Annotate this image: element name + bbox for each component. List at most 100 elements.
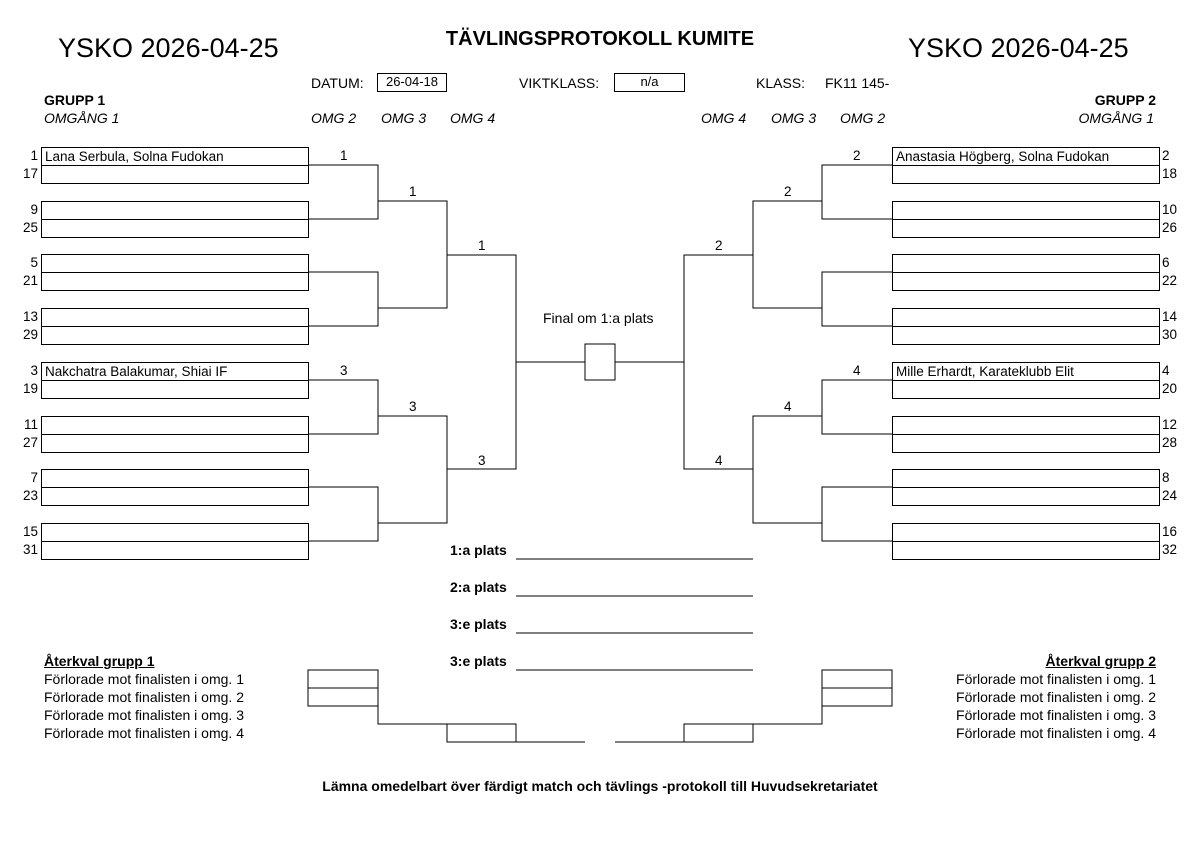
group1-slot-8-name[interactable] — [41, 326, 309, 345]
group2-slot-3-name[interactable] — [892, 201, 1160, 220]
group1-r4-winner-bottom: 3 — [478, 453, 486, 468]
group1-slot-12-seed: 27 — [22, 435, 38, 450]
group1-slot-16-name[interactable] — [41, 541, 309, 560]
repechage-group2-row-3: Förlorade mot finalisten i omg. 3 — [956, 707, 1156, 723]
group2-slot-9-seed: 4 — [1162, 363, 1170, 378]
repechage-group2-row-4: Förlorade mot finalisten i omg. 4 — [956, 725, 1156, 741]
final-label: Final om 1:a plats — [543, 310, 654, 326]
group2-slot-8-name[interactable] — [892, 326, 1160, 345]
group2-slot-4-name[interactable] — [892, 219, 1160, 238]
group1-slot-6-seed: 21 — [22, 273, 38, 288]
group2-slot-13-name[interactable] — [892, 469, 1160, 488]
group2-r3-winner-top: 2 — [784, 184, 792, 199]
group2-slot-11-seed: 12 — [1162, 417, 1178, 432]
group2-slot-16-name[interactable] — [892, 541, 1160, 560]
group1-round3-label: OMG 3 — [381, 110, 427, 126]
group2-slot-14-seed: 24 — [1162, 488, 1178, 503]
group2-r3-winner-bottom: 4 — [784, 399, 792, 414]
group2-slot-2-name[interactable] — [892, 165, 1160, 184]
datum-field[interactable]: 26-04-18 — [377, 73, 447, 92]
group1-r2-winner-bottom: 3 — [340, 363, 348, 378]
group2-round4-label: OMG 4 — [701, 110, 747, 126]
repechage-group2-row-1: Förlorade mot finalisten i omg. 1 — [956, 671, 1156, 687]
group1-slot-1-name[interactable]: Lana Serbula, Solna Fudokan — [41, 147, 309, 166]
group1-slot-10-name[interactable] — [41, 380, 309, 399]
repechage-group1-row-2: Förlorade mot finalisten i omg. 2 — [44, 689, 244, 705]
group1-round2-label: OMG 2 — [311, 110, 357, 126]
group2-slot-12-seed: 28 — [1162, 435, 1178, 450]
group2-slot-6-seed: 22 — [1162, 273, 1178, 288]
placement-2-label: 2:a plats — [450, 579, 507, 595]
group2-slot-1-name[interactable]: Anastasia Högberg, Solna Fudokan — [892, 147, 1160, 166]
group2-r4-winner-top: 2 — [715, 238, 723, 253]
group1-slot-1-seed: 1 — [30, 148, 38, 163]
group1-slot-14-name[interactable] — [41, 487, 309, 506]
group2-slot-4-seed: 26 — [1162, 220, 1178, 235]
group1-slot-3-name[interactable] — [41, 201, 309, 220]
group1-slot-2-seed: 17 — [22, 166, 38, 181]
group1-r2-winner-top: 1 — [340, 148, 348, 163]
group1-slot-3-seed: 9 — [30, 202, 38, 217]
group2-slot-16-seed: 32 — [1162, 542, 1178, 557]
repechage-group1-title: Återkval grupp 1 — [44, 653, 155, 669]
group2-slot-1-seed: 2 — [1162, 148, 1170, 163]
placement-3b-label: 3:e plats — [450, 653, 507, 669]
group1-round1-label: OMGÅNG 1 — [44, 110, 120, 126]
protocol-title: TÄVLINGSPROTOKOLL KUMITE — [445, 28, 755, 50]
group1-slot-13-name[interactable] — [41, 469, 309, 488]
group2-slot-15-seed: 16 — [1162, 524, 1178, 539]
group1-round4-label: OMG 4 — [450, 110, 496, 126]
group2-slot-11-name[interactable] — [892, 416, 1160, 435]
group1-slot-7-seed: 13 — [22, 309, 38, 324]
viktklass-field[interactable]: n/a — [614, 73, 685, 92]
viktklass-label: VIKTKLASS: — [519, 75, 600, 91]
repechage-group2-title: Återkval grupp 2 — [1045, 653, 1156, 669]
group1-title: GRUPP 1 — [44, 92, 106, 108]
placement-3a-label: 3:e plats — [450, 616, 507, 632]
group1-slot-16-seed: 31 — [22, 542, 38, 557]
klass-value: FK11 145- — [825, 75, 890, 91]
group2-slot-6-name[interactable] — [892, 272, 1160, 291]
group2-slot-5-seed: 6 — [1162, 255, 1170, 270]
group1-slot-6-name[interactable] — [41, 272, 309, 291]
group2-slot-14-name[interactable] — [892, 487, 1160, 506]
group2-r4-winner-bottom: 4 — [715, 453, 723, 468]
group2-slot-3-seed: 10 — [1162, 202, 1178, 217]
group2-slot-5-name[interactable] — [892, 254, 1160, 273]
group1-slot-5-seed: 5 — [30, 255, 38, 270]
group2-slot-15-name[interactable] — [892, 523, 1160, 542]
group1-slot-15-seed: 15 — [22, 524, 38, 539]
group1-r3-winner-top: 1 — [409, 184, 417, 199]
group1-slot-11-seed: 11 — [23, 417, 38, 432]
group2-slot-7-seed: 14 — [1162, 309, 1178, 324]
group2-slot-13-seed: 8 — [1162, 470, 1170, 485]
group2-slot-12-name[interactable] — [892, 434, 1160, 453]
repechage-group1-row-4: Förlorade mot finalisten i omg. 4 — [44, 725, 244, 741]
group1-slot-8-seed: 29 — [22, 327, 38, 342]
group2-slot-7-name[interactable] — [892, 308, 1160, 327]
group2-slot-9-name[interactable]: Mille Erhardt, Karateklubb Elit — [892, 362, 1160, 381]
group1-r3-winner-bottom: 3 — [409, 399, 417, 414]
group2-r2-winner-bottom: 4 — [853, 363, 861, 378]
group1-slot-7-name[interactable] — [41, 308, 309, 327]
datum-label: DATUM: — [311, 75, 364, 91]
group1-slot-13-seed: 7 — [30, 470, 38, 485]
group1-slot-10-seed: 19 — [22, 381, 38, 396]
group1-slot-9-name[interactable]: Nakchatra Balakumar, Shiai IF — [41, 362, 309, 381]
group2-title: GRUPP 2 — [1094, 92, 1156, 108]
group1-slot-15-name[interactable] — [41, 523, 309, 542]
footer-note: Lämna omedelbart över färdigt match och … — [322, 778, 878, 794]
group1-slot-4-name[interactable] — [41, 219, 309, 238]
group1-slot-11-name[interactable] — [41, 416, 309, 435]
group2-round3-label: OMG 3 — [771, 110, 817, 126]
group1-slot-5-name[interactable] — [41, 254, 309, 273]
group2-slot-10-name[interactable] — [892, 380, 1160, 399]
group1-slot-2-name[interactable] — [41, 165, 309, 184]
repechage-group1-row-3: Förlorade mot finalisten i omg. 3 — [44, 707, 244, 723]
group2-round2-label: OMG 2 — [840, 110, 886, 126]
group2-r2-winner-top: 2 — [853, 148, 861, 163]
group1-slot-12-name[interactable] — [41, 434, 309, 453]
group2-round1-label: OMGÅNG 1 — [1078, 110, 1154, 126]
group1-r4-winner-top: 1 — [478, 238, 486, 253]
